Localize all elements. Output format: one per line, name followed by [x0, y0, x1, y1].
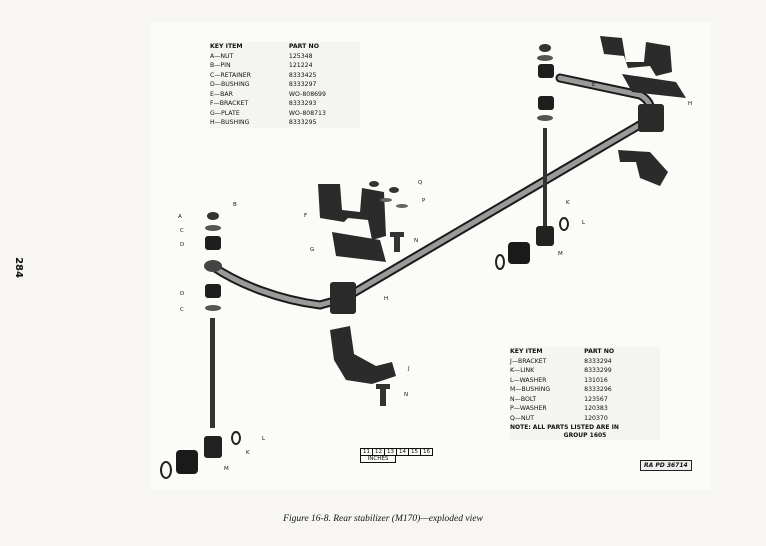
key-item: K—LINK [510, 367, 535, 374]
callout-k2: K [566, 200, 570, 206]
table-row: E—BAR WO-808699 [210, 90, 326, 100]
key-item: B—PIN [210, 62, 231, 69]
key-item: L—WASHER [510, 376, 547, 384]
callout-h: H [384, 296, 388, 302]
part-no: WO-808713 [288, 109, 326, 117]
scale-ticks: 11 12 13 14 15 16 [360, 448, 433, 456]
scale-unit: INCHES [360, 456, 396, 463]
scale-tick: 11 [363, 449, 370, 455]
inch-scale: 11 12 13 14 15 16 INCHES [360, 448, 433, 463]
callout-l2: L [582, 220, 586, 226]
left-upper-stack [204, 212, 222, 311]
note-line-2: GROUP 1605 [563, 432, 607, 439]
callout-e: E [592, 82, 596, 88]
part-no: 8333293 [288, 100, 317, 107]
ra-pd-stamp: RA PD 36714 [640, 460, 692, 471]
callout-j: J [407, 366, 410, 372]
left-link [160, 318, 241, 479]
scale-tick: 12 [372, 449, 384, 455]
table-row: D—BUSHING 8333297 [210, 80, 326, 90]
part-no: 8333296 [584, 386, 612, 393]
parts-table-top: KEY ITEM PART NO A—NUT 125348 B—PIN 121224… [210, 42, 360, 128]
scale-tick: 14 [396, 449, 408, 455]
callout-d: D [180, 242, 184, 248]
part-no: 131016 [584, 376, 608, 384]
table-row: G—PLATE WO-808713 [210, 109, 326, 119]
table-row: J—BRACKET 8333294 [510, 357, 614, 367]
callout-f: F [304, 213, 307, 219]
key-item: F—BRACKET [210, 100, 249, 107]
callout-q: Q [418, 180, 423, 186]
table-row: P—WASHER 120383 [510, 404, 614, 414]
part-no: 120383 [584, 405, 608, 412]
part-no: 8333297 [288, 81, 317, 88]
table-row: H—BUSHING 8333295 [210, 118, 326, 128]
key-item: D—BUSHING [210, 81, 250, 88]
callout-k: K [246, 450, 250, 456]
small-hardware [369, 181, 408, 406]
callout-b: B [233, 202, 237, 208]
header-part-no: PART NO [584, 348, 615, 355]
part-no: 8333425 [288, 71, 317, 79]
header-key-item: KEY ITEM [210, 43, 243, 50]
callout-c2: C [180, 307, 184, 313]
key-item: E—BAR [210, 90, 233, 98]
part-no: 8333295 [288, 119, 317, 126]
part-no: WO-808699 [288, 90, 326, 98]
key-item: C—RETAINER [210, 71, 251, 79]
key-item: A—NUT [210, 52, 234, 60]
table-row: M—BUSHING 8333296 [510, 385, 614, 395]
callout-n2: N [404, 392, 408, 398]
scale-tick: 16 [420, 449, 432, 455]
table-row: B—PIN 121224 [210, 61, 326, 71]
key-item: Q—NUT [510, 414, 534, 422]
table-row: F—BRACKET 8333293 [210, 99, 326, 109]
key-item: J—BRACKET [510, 357, 547, 365]
callout-m2: M [558, 251, 563, 257]
key-item: P—WASHER [510, 405, 547, 412]
callout-c: C [180, 228, 184, 234]
part-no: 8333299 [584, 367, 612, 374]
table-row: Q—NUT 120370 [510, 414, 614, 424]
key-item: N—BOLT [510, 395, 537, 403]
parts-note: NOTE: ALL PARTS LISTED ARE IN GROUP 1605 [510, 424, 660, 440]
bushing-h-center [330, 282, 356, 314]
right-link [495, 44, 569, 270]
part-no: 123567 [584, 395, 608, 403]
table-row: N—BOLT 123567 [510, 395, 614, 405]
callout-l: L [262, 436, 266, 442]
header-part-no: PART NO [288, 43, 319, 50]
part-no: 120370 [584, 414, 608, 422]
callout-labels: A B C D D C E F G H H J K K L L M M N N … [178, 82, 692, 472]
key-item: M—BUSHING [510, 386, 551, 393]
bushing-h-right [638, 104, 664, 132]
table-row: L—WASHER 131016 [510, 376, 614, 386]
scale-tick: 15 [408, 449, 420, 455]
key-item: H—BUSHING [210, 119, 250, 126]
part-no: 125348 [288, 52, 313, 60]
table-row: C—RETAINER 8333425 [210, 71, 326, 81]
parts-table-bottom: KEY ITEM PART NO J—BRACKET 8333294 K—LINK… [510, 347, 660, 440]
table-row: K—LINK 8333299 [510, 366, 614, 376]
callout-m: M [224, 466, 229, 472]
callout-n: N [414, 238, 418, 244]
stabilizer-bar [207, 73, 656, 310]
callout-a: A [178, 214, 182, 220]
scale-tick: 13 [384, 449, 396, 455]
part-no: 121224 [288, 62, 313, 69]
part-no: 8333294 [584, 357, 612, 365]
key-item: G—PLATE [210, 109, 240, 117]
callout-g: G [310, 247, 314, 253]
callout-d2: D [180, 291, 184, 297]
callout-h2: H [688, 101, 692, 107]
note-line-1: NOTE: ALL PARTS LISTED ARE IN [510, 424, 619, 431]
figure-caption: Figure 16-8. Rear stabilizer (M170)—expl… [283, 514, 483, 524]
callout-p: P [422, 198, 426, 204]
header-key-item: KEY ITEM [510, 348, 543, 355]
brackets [318, 36, 686, 384]
table-row: A—NUT 125348 [210, 52, 326, 62]
